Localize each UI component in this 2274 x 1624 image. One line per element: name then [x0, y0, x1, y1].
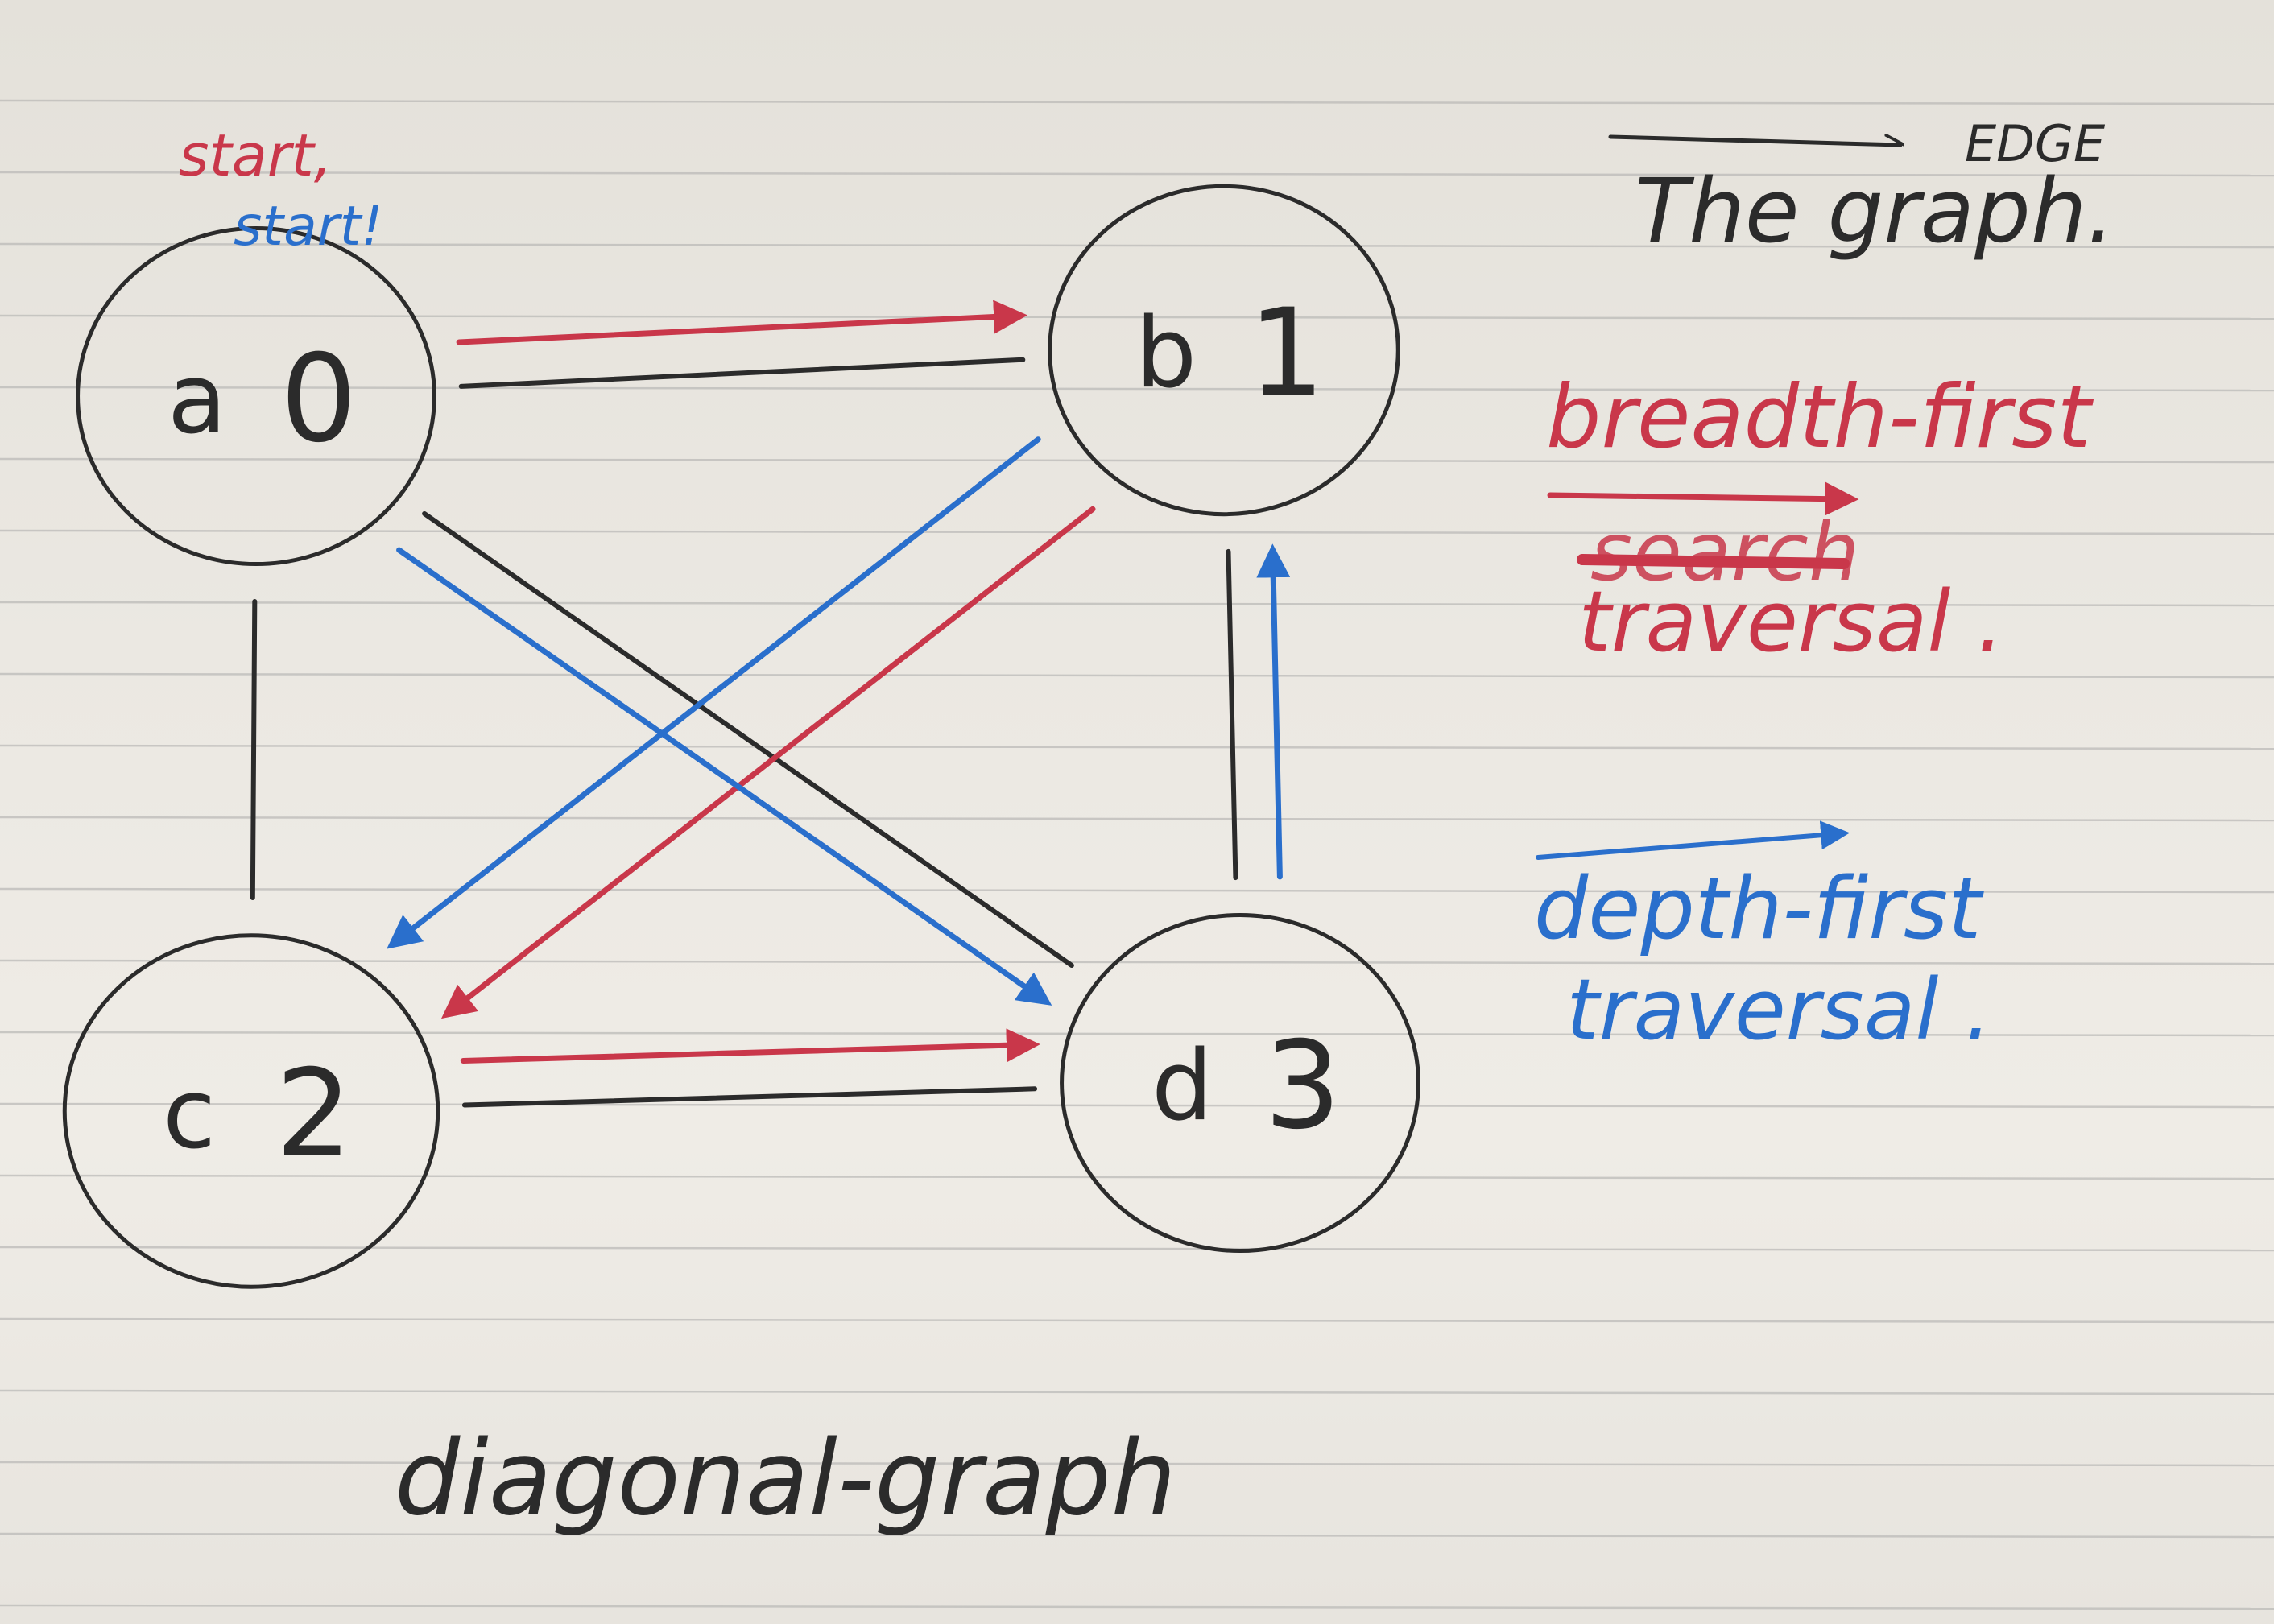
ruled-line: [0, 1389, 2274, 1395]
legend-bfs-arrow: [1547, 481, 1859, 516]
depth-first-arrows: [387, 436, 1291, 1006]
legend-edge-label: EDGE: [1965, 114, 2106, 173]
dfs-arrow-b-c: [387, 436, 1041, 949]
node-number: 1: [1248, 283, 1325, 424]
ruled-line: [0, 1532, 2274, 1539]
edge-c-d: [461, 1086, 1038, 1108]
ruled-line: [0, 1102, 2274, 1109]
bfs-arrow-b-c: [440, 506, 1096, 1019]
graph-edges: [250, 357, 1238, 1108]
start-label-red: start,: [179, 122, 333, 189]
node-circle: [76, 225, 436, 567]
ruled-line: [0, 601, 2274, 607]
bfs-arrow-a-b: [456, 300, 1028, 345]
node-circle: [62, 933, 440, 1289]
ruled-line: [0, 386, 2274, 392]
ruled-line: [0, 1461, 2274, 1467]
ruled-line: [0, 529, 2274, 535]
ruled-line: [0, 1604, 2274, 1610]
ruled-line: [0, 1031, 2274, 1037]
legend-dfs-arrow: [1536, 820, 1850, 860]
legend-dfs-title: depth-first: [1534, 859, 1984, 958]
ruled-line: [0, 242, 2274, 249]
node-circle: [1060, 912, 1420, 1254]
ruled-line: [0, 887, 2274, 894]
legend-edge-line: [1608, 137, 1900, 147]
start-label-blue: start!: [234, 195, 383, 258]
legend: EDGE The graph. breadth-first search tra…: [1534, 114, 2115, 1059]
node-letter: b: [1135, 298, 1197, 410]
node-letter: a: [167, 344, 227, 456]
ruled-line: [0, 314, 2274, 320]
legend-bfs-struck-word: search: [1590, 505, 1859, 599]
node-letter: d: [1151, 1031, 1213, 1143]
edge-a-b: [458, 357, 1026, 389]
caption: diagonal-graph: [395, 1419, 1176, 1539]
node-number: 0: [280, 329, 357, 469]
ruled-line: [0, 672, 2274, 679]
legend-bfs-strikethrough: [1577, 554, 1850, 569]
ruled-line: [0, 99, 2274, 105]
ruled-line: [0, 959, 2274, 965]
node-number: 3: [1264, 1016, 1341, 1156]
ruled-line: [0, 744, 2274, 750]
dfs-arrow-a-d: [396, 547, 1052, 1006]
ruled-lines: [0, 99, 2274, 1610]
breadth-first-arrows: [440, 300, 1096, 1064]
edge-a-d: [422, 511, 1074, 968]
ruled-line: [0, 1246, 2274, 1252]
edge-a-c: [250, 599, 258, 900]
dfs-arrow-d-b: [1256, 543, 1291, 880]
legend-bfs-title: breadth-first: [1546, 367, 2094, 468]
legend-graph-label: The graph.: [1635, 159, 2115, 262]
ruled-line: [0, 171, 2274, 177]
node-letter: c: [163, 1059, 216, 1171]
ruled-line: [0, 1317, 2274, 1324]
node-circle: [1048, 184, 1400, 517]
legend-bfs-subtitle: traversal .: [1578, 572, 2003, 671]
node-number: 2: [275, 1044, 352, 1184]
ruled-line: [0, 457, 2274, 464]
bfs-arrow-c-d: [460, 1028, 1040, 1064]
legend-dfs-subtitle: traversal .: [1566, 961, 1991, 1059]
ruled-line: [0, 1174, 2274, 1180]
ruled-line: [0, 816, 2274, 822]
edge-b-d: [1226, 548, 1238, 881]
